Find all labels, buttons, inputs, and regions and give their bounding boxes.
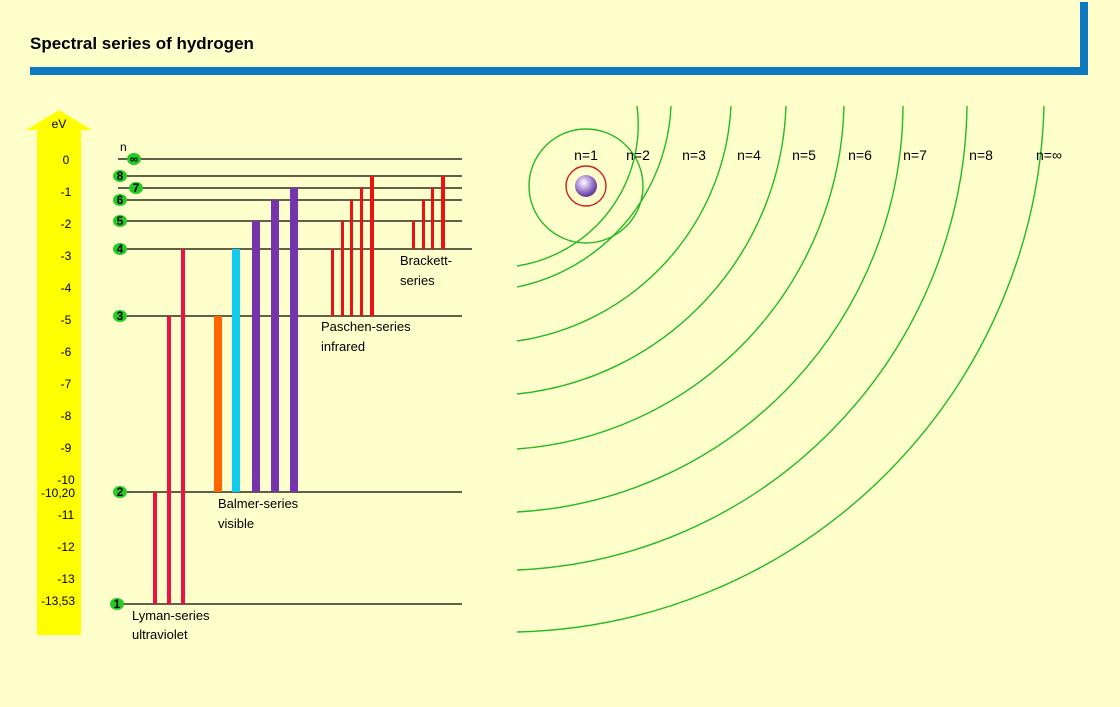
axis-tick-label: -5 [61, 313, 72, 327]
orbit-arc-n2 [516, 105, 639, 267]
lyman-transitions [153, 249, 185, 604]
level-label-1: 1 [114, 597, 121, 611]
level-badges: n ∞ 8 7 6 5 4 3 2 1 [110, 140, 143, 611]
level-label-4: 4 [117, 242, 124, 256]
orbit-label-n6: n=6 [848, 147, 872, 163]
axis-tick-label: -9 [61, 441, 72, 455]
balmer-label: Balmer-series [218, 496, 299, 511]
balmer-sublabel: visible [218, 516, 254, 531]
paschen-transitions [331, 176, 374, 316]
paschen-line [331, 249, 334, 316]
orbit-label-n7: n=7 [903, 147, 927, 163]
axis-tick-label: -13,53 [41, 594, 75, 608]
level-badge-3 [113, 310, 127, 322]
paschen-line [350, 200, 353, 316]
brackett-line [431, 188, 434, 249]
lyman-line [181, 249, 185, 604]
level-badge-2 [113, 486, 127, 498]
orbit-label-n4: n=4 [737, 147, 761, 163]
balmer-line-red [214, 316, 222, 492]
balmer-line-violet [252, 221, 260, 492]
orbit-label-n5: n=5 [792, 147, 816, 163]
orbit-arc-n4 [516, 105, 732, 342]
paschen-label: Paschen-series [321, 319, 411, 334]
level-label-8: 8 [117, 169, 124, 183]
axis-tick-label: -12 [57, 540, 75, 554]
level-badge-1 [110, 598, 124, 610]
energy-unit: eV [52, 117, 67, 131]
level-label-6: 6 [117, 193, 124, 207]
axis-tick-label: -1 [61, 185, 72, 199]
orbit-label-n3: n=3 [682, 147, 706, 163]
orbit-label-n1: n=1 [574, 147, 598, 163]
orbit-label-ninf: n=∞ [1036, 147, 1062, 163]
level-label-inf: ∞ [130, 152, 139, 166]
lyman-sublabel: ultraviolet [132, 627, 188, 642]
axis-tick-label: -11 [58, 508, 75, 522]
brackett-line [422, 200, 425, 249]
paschen-line [370, 176, 374, 316]
axis-tick-label: -10,20 [41, 486, 75, 500]
axis-tick-label: -6 [61, 345, 72, 359]
nucleus [575, 175, 597, 197]
orbit-arc-n6 [516, 105, 845, 450]
brackett-label: Brackett- [400, 253, 452, 268]
orbit-arc-ninf [516, 105, 1045, 633]
level-label-3: 3 [117, 309, 124, 323]
balmer-transitions [214, 188, 298, 492]
axis-tick-label: -2 [61, 217, 72, 231]
energy-axis: eV 0 -1 -2 -3 -4 -5 -6 -7 -8 -9 -10 -10,… [26, 110, 92, 635]
paschen-line [341, 221, 344, 316]
brackett-transitions [412, 176, 445, 249]
level-badge-4 [113, 243, 127, 255]
lyman-line [153, 492, 157, 604]
axis-tick-label: -4 [61, 281, 72, 295]
lyman-label: Lyman-series [132, 608, 210, 623]
axis-tick-label: -7 [61, 377, 72, 391]
level-badge-6 [113, 194, 127, 206]
orbit-diagram: n=1 n=2 n=3 n=4 n=5 n=6 n=7 n=8 n=∞ [516, 105, 1062, 633]
brackett-sublabel: series [400, 273, 435, 288]
header-rule-vertical [1080, 2, 1088, 75]
level-badge-inf [127, 153, 141, 165]
level-label-2: 2 [117, 485, 124, 499]
orbit-arc-n5 [516, 105, 787, 395]
paschen-sublabel: infrared [321, 339, 365, 354]
axis-tick-label: -13 [57, 572, 75, 586]
lyman-line [167, 316, 171, 604]
brackett-line [441, 176, 445, 249]
axis-tick-label: -10 [57, 473, 75, 487]
level-badge-5 [113, 215, 127, 227]
energy-axis-arrow [26, 110, 92, 635]
nucleus-orbit [565, 165, 607, 207]
orbit-label-n2: n=2 [626, 147, 650, 163]
balmer-line-violet [271, 200, 279, 492]
page-title: Spectral series of hydrogen [30, 34, 254, 53]
brackett-line [412, 221, 415, 249]
level-label-7: 7 [133, 181, 140, 195]
paschen-line [360, 188, 363, 316]
orbit-arc-n3 [516, 105, 672, 288]
axis-tick-label: -8 [61, 409, 72, 423]
level-label-5: 5 [117, 214, 124, 228]
orbit-arc-n8 [516, 105, 968, 571]
orbit-label-n8: n=8 [969, 147, 993, 163]
balmer-line-cyan [232, 249, 240, 492]
header-rule [30, 67, 1088, 75]
axis-tick-label: -3 [61, 249, 72, 263]
orbit-arc-n7 [516, 105, 904, 513]
axis-tick-label: 0 [63, 153, 70, 167]
level-badge-8 [113, 170, 127, 182]
level-header: n [120, 140, 127, 154]
balmer-line-violet [290, 188, 298, 492]
level-badge-7 [129, 182, 143, 194]
orbit-n1 [528, 128, 644, 244]
